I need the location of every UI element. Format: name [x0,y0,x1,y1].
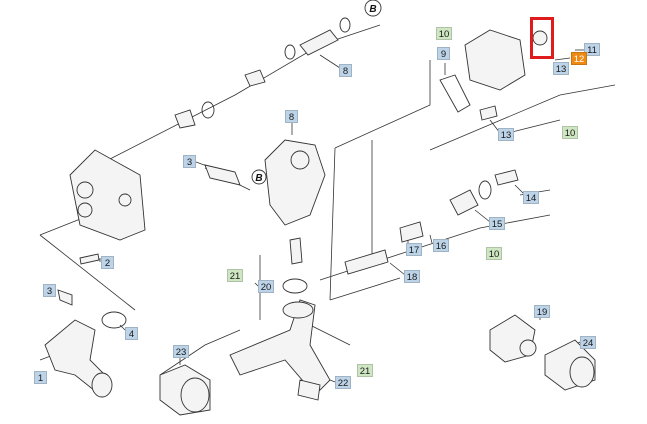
callout-3-top: 3 [183,155,196,168]
pump-head-part [69,149,146,241]
leader-line [329,379,336,383]
callout-24: 24 [580,336,596,349]
callout-13-top: 13 [553,62,569,75]
frame-line [329,147,336,301]
screw-part [79,253,100,265]
callout-12-highlighted: 12 [571,52,587,65]
diamond-seal [439,74,471,113]
pump-housing-part [464,29,526,91]
pipe-cap [282,301,314,319]
ring-part [201,101,215,119]
nut-part [399,221,424,243]
callout-21-bottom: 21 [357,364,373,377]
clip-part [204,164,241,186]
bubble-b1: B [369,4,376,15]
callout-19: 19 [534,305,550,318]
callout-16: 16 [433,239,449,252]
callout-3-left: 3 [43,284,56,297]
screw-part [479,105,498,121]
callout-8-center: 8 [285,110,298,123]
frame-line [39,234,136,311]
leader-line [254,282,259,287]
leader-line [429,234,433,244]
callout-22: 22 [335,376,351,389]
callout-1: 1 [34,371,47,384]
callout-2: 2 [101,256,114,269]
leader-line [389,262,406,276]
leader-line [319,54,341,69]
callout-10-mid: 10 [486,247,502,260]
spring-part [299,29,339,56]
callout-23: 23 [173,345,189,358]
elbow-end [91,372,113,398]
callout-13-mid: 13 [498,128,514,141]
housing-port [290,150,310,170]
valve-part [449,189,479,216]
callout-4: 4 [125,327,138,340]
fitting-part [297,379,321,401]
callout-15: 15 [489,217,505,230]
callout-21-center: 21 [227,269,243,282]
port-circle [77,202,93,218]
leader-line [474,209,491,223]
spring-part [494,169,519,186]
callout-18: 18 [404,270,420,283]
bubble-b1-circle [364,0,382,17]
callout-17: 17 [406,243,422,256]
valve-ring-part [532,30,548,46]
frame-line [334,60,431,149]
coupling-hole [519,339,537,357]
cap-front [180,377,210,413]
housing-part [264,139,326,226]
highlight-box [530,17,554,59]
oring-part [478,180,492,200]
valve-part [174,109,196,129]
callout-8-top: 8 [339,64,352,77]
frame-line [329,277,401,301]
port-circle [118,193,132,207]
ring-part [284,44,296,60]
frame-line [107,24,381,161]
frame-line [159,329,241,376]
plunger-part [289,237,303,265]
callout-10-top: 10 [436,27,452,40]
callout-9: 9 [437,47,450,60]
nut-part [244,69,266,87]
ring-part [339,17,351,33]
bubble-b2-circle [251,169,267,185]
valve-part [344,249,389,275]
adapter-end [569,356,595,388]
bubble-b2: B [255,173,262,184]
frame-line [429,84,616,151]
callout-14: 14 [523,191,539,204]
callout-11: 11 [584,43,600,56]
leader-line [554,57,571,61]
callout-10-right: 10 [562,126,578,139]
oring-part [101,311,127,329]
leader-line [119,324,126,331]
tee-pipe-part [229,299,331,396]
clip-part [57,289,73,306]
port-circle [76,181,94,199]
callout-20: 20 [258,280,274,293]
oring-part [282,278,308,294]
